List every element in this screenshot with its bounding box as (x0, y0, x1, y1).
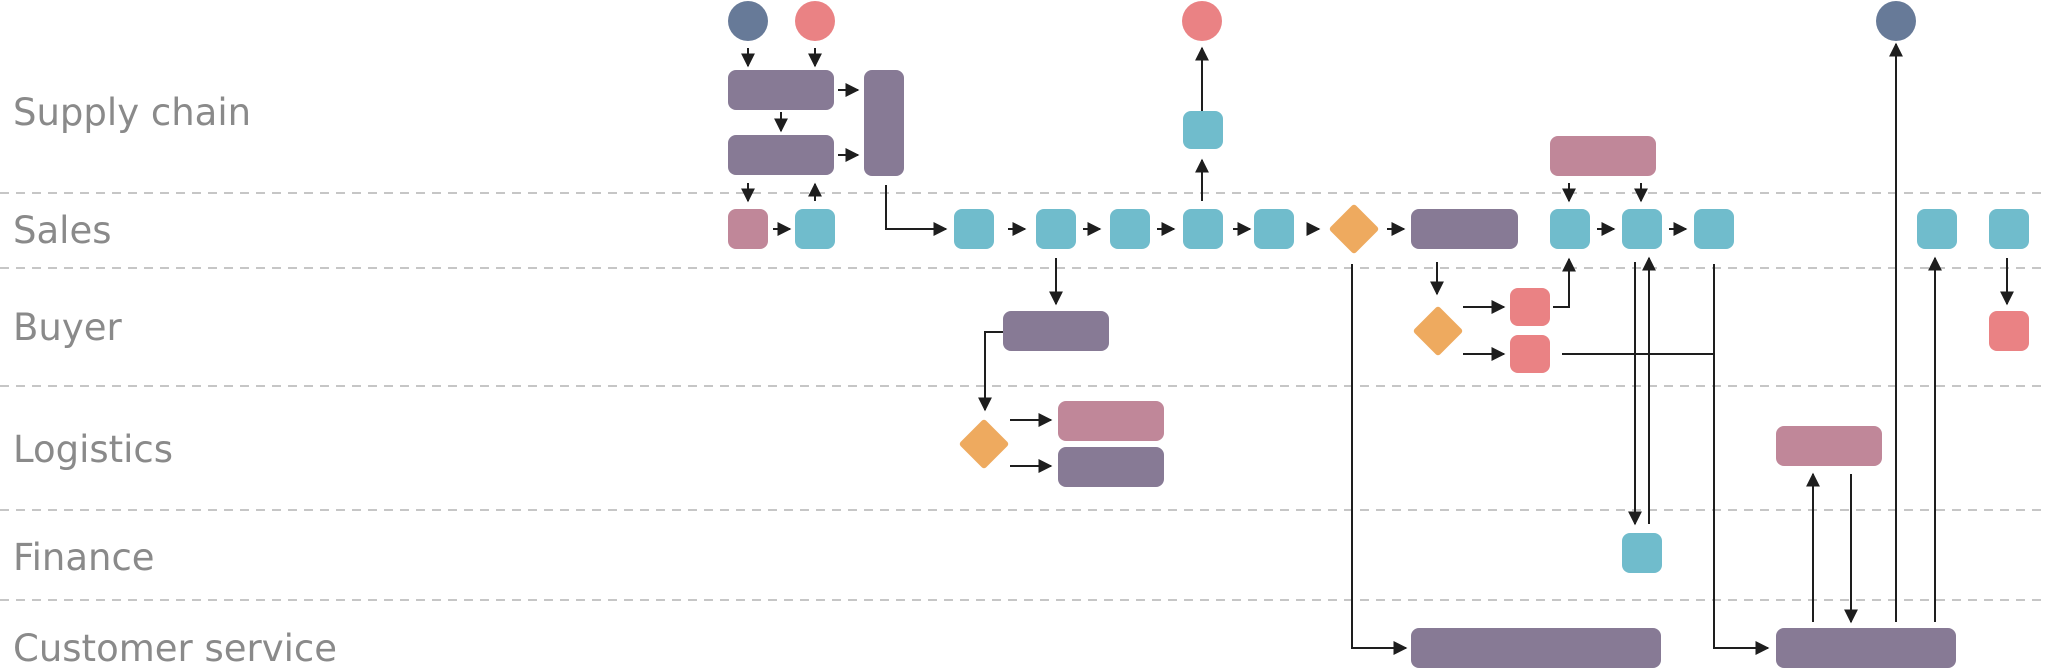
connector (1553, 257, 1576, 308)
task-node (1110, 209, 1150, 249)
task-node (1183, 111, 1223, 149)
subprocess-block (1550, 136, 1656, 176)
connector (1351, 264, 1408, 655)
lane-label-supply-chain: Supply chain (13, 91, 252, 134)
end-event (1182, 1, 1222, 41)
task-node (1694, 209, 1734, 249)
task-node (954, 209, 994, 249)
task-node (795, 209, 835, 249)
task-node (1622, 533, 1662, 573)
lane-separators (0, 192, 2048, 601)
task-node (1036, 209, 1076, 249)
process-block (1411, 209, 1518, 249)
process-block (728, 70, 834, 110)
task-node (1989, 209, 2029, 249)
event-node (1510, 335, 1550, 373)
process-block (728, 135, 834, 175)
connector (978, 331, 1003, 412)
connectors (741, 42, 2014, 655)
lane-label-finance: Finance (13, 536, 155, 579)
subprocess-node (728, 209, 768, 249)
gateway-diamond (959, 419, 1009, 469)
task-node (1254, 209, 1294, 249)
gateway-diamond (1413, 306, 1463, 356)
process-block (1776, 628, 1956, 668)
subprocess-block (1058, 401, 1164, 441)
process-block (1058, 447, 1164, 487)
lane-label-sales: Sales (13, 209, 112, 252)
process-block (864, 70, 904, 176)
task-node (1550, 209, 1590, 249)
gateway-diamond (1329, 204, 1379, 254)
connector (885, 185, 948, 236)
task-node (1622, 209, 1662, 249)
process-block (1411, 628, 1661, 668)
event-node (1510, 288, 1550, 326)
start-event (795, 1, 835, 41)
task-node (1917, 209, 1957, 249)
lane-label-logistics: Logistics (13, 428, 174, 471)
process-block (1003, 311, 1109, 351)
subprocess-block (1776, 426, 1882, 466)
lane-label-customer-service: Customer service (13, 627, 338, 670)
connector (1713, 264, 1770, 655)
end-event (1876, 1, 1916, 41)
task-node (1183, 209, 1223, 249)
nodes (728, 1, 2029, 668)
event-node (1989, 311, 2029, 351)
lane-label-buyer: Buyer (13, 306, 122, 349)
start-event (728, 1, 768, 41)
